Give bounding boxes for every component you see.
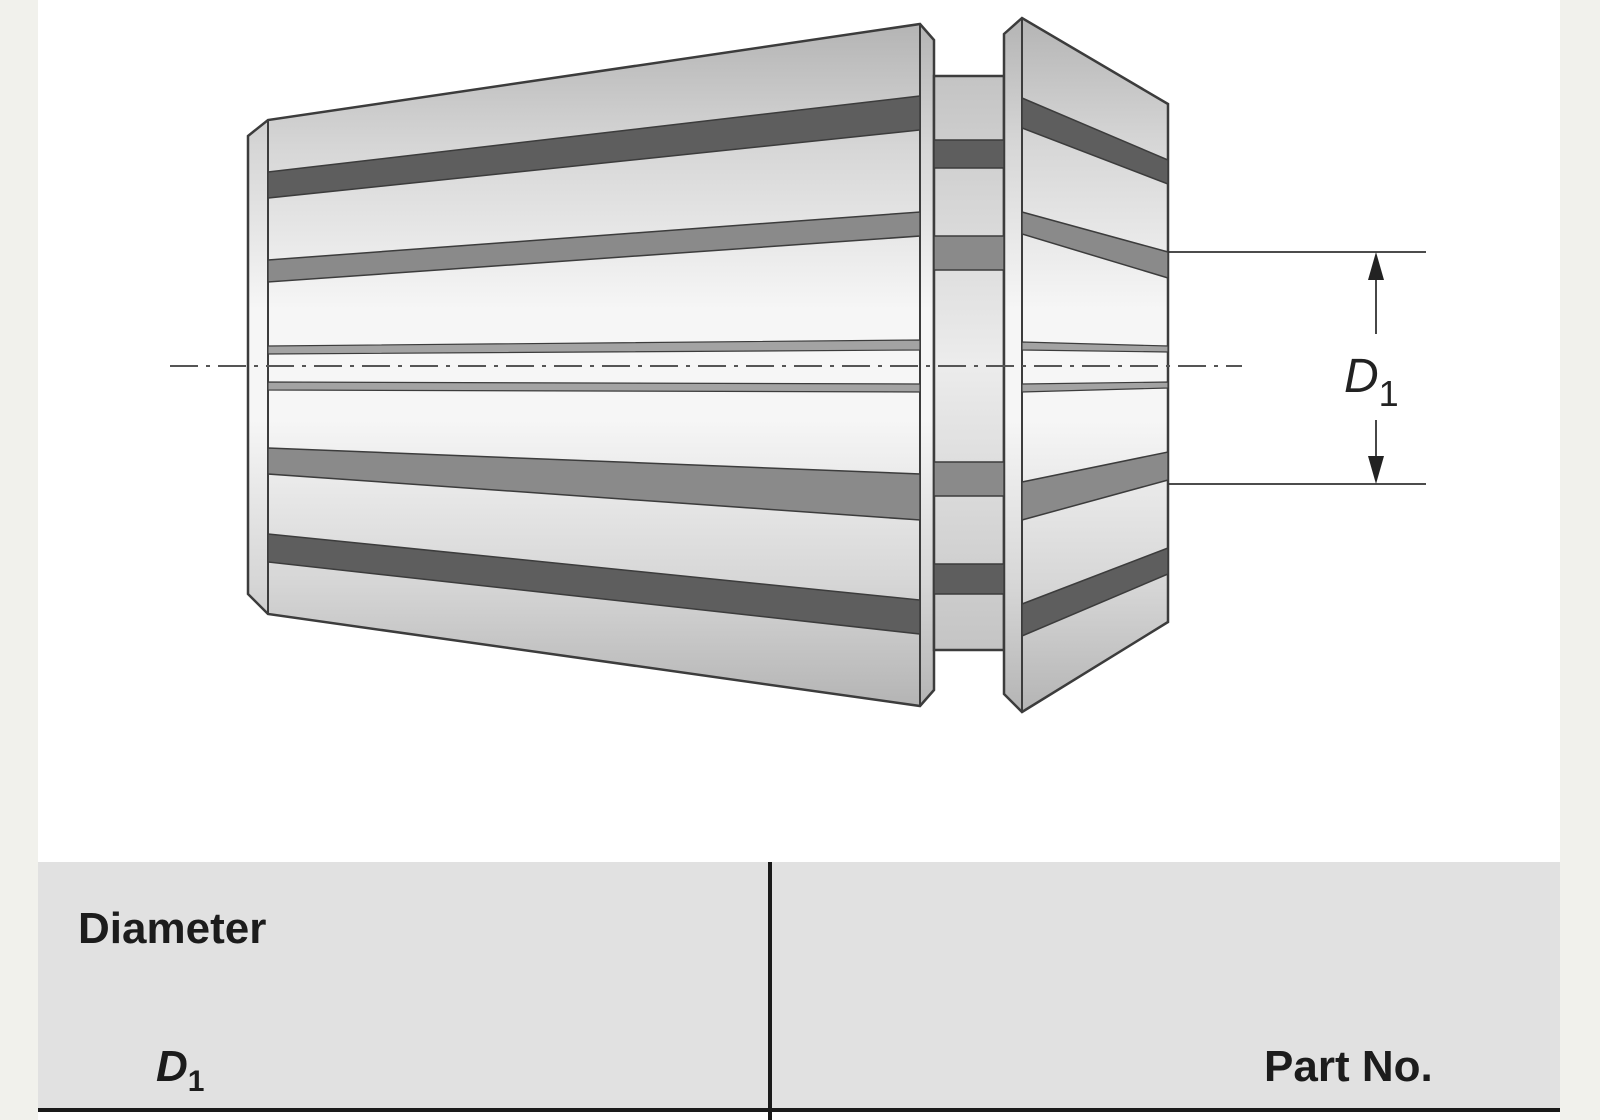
- table-header: Diameter D1 Part No.: [38, 862, 1560, 1120]
- column-divider: [768, 862, 772, 1120]
- header-d1-symbol: D1: [156, 1042, 205, 1098]
- header-diameter: Diameter: [78, 904, 267, 953]
- collet-drawing: D1: [170, 16, 1426, 714]
- collet-slits: [267, 95, 1169, 638]
- arrow-down-icon: [1368, 456, 1384, 484]
- dimension-d1: D1: [1168, 251, 1426, 485]
- dimension-d1-label: D1: [1344, 350, 1399, 414]
- header-part-no: Part No.: [1264, 1042, 1433, 1091]
- arrow-up-icon: [1368, 252, 1384, 280]
